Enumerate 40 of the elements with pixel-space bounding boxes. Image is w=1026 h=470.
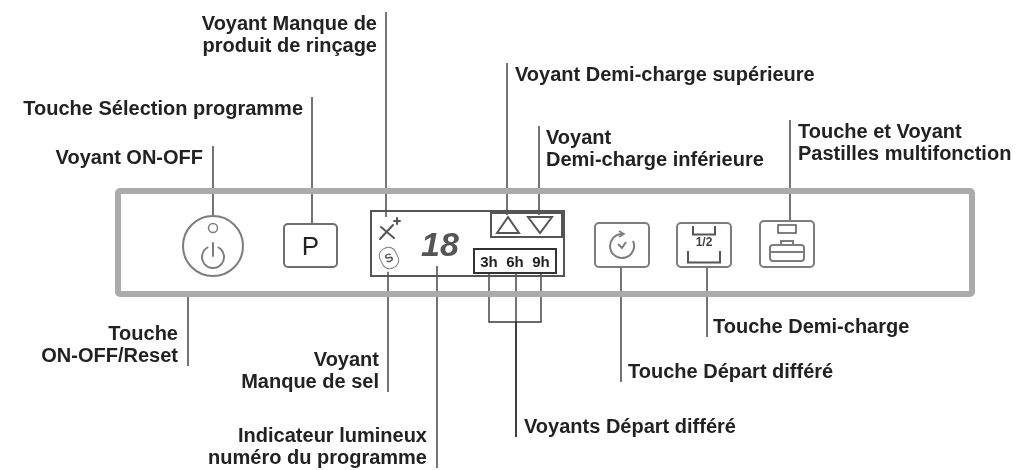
down-triangle-icon [526,215,554,235]
leader-line [436,265,438,469]
leader-line [387,271,389,393]
leader-line [538,125,540,216]
leader-line [385,11,387,218]
program-button: P [283,223,338,268]
control-panel [115,188,975,297]
leader-line [187,296,189,367]
hour-label: 6h [502,250,528,272]
indicator-frame [473,248,557,274]
leader-line [212,145,214,216]
digit-display: 18 [419,222,461,266]
callout-label: Voyants Départ différé [516,415,736,437]
callout-label: Touche ON-OFF/Reset [41,322,188,366]
callout-label: Voyant Manque de sel [241,348,388,392]
delay-start-button [594,222,650,268]
hour-label: 3h [476,250,502,272]
callout-label: Touche Sélection programme [23,97,312,119]
callout-label: Voyant Demi-charge supérieure [507,63,815,85]
leader-line [620,267,622,383]
tablet-button [759,220,815,268]
leader-line [311,96,313,224]
indicator-frame [490,212,563,238]
callout-label: Voyant Demi-charge inférieure [539,126,764,170]
callout-label: Indicateur lumineux numéro du programme [208,424,437,468]
callout-label: Voyant ON-OFF [55,146,213,168]
callout-label: Touche et Voyant Pastilles multifonction [790,120,1012,164]
callout-label: Voyant Manque de produit de rinçage [201,12,386,56]
leader-line [515,271,542,438]
up-triangle-icon [495,215,521,235]
hour-label: 9h [528,250,554,272]
callout-label: Touche Départ différé [621,360,834,382]
leader-line [506,62,508,216]
leader-line [789,119,791,221]
power-button [182,215,244,277]
callout-label: Touche Demi-charge [707,315,910,337]
sparkle-icon [377,217,401,243]
half-load-button: 1/2 [676,222,732,268]
display-screen [370,210,565,277]
leader-line [706,267,708,338]
